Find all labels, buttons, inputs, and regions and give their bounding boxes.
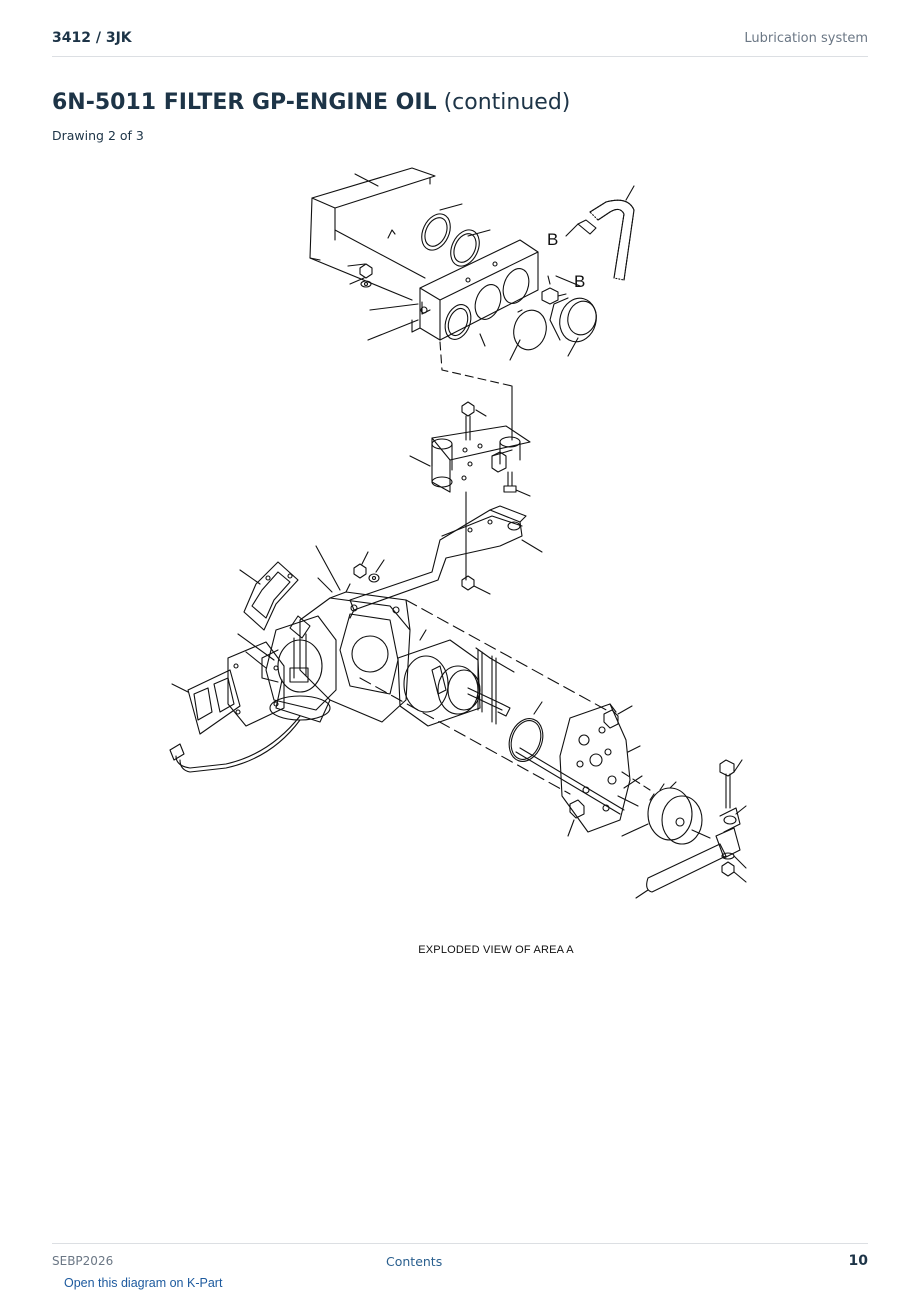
o-rings-top bbox=[421, 213, 480, 267]
page-title: 6N-5011 FILTER GP-ENGINE OIL (continued) bbox=[52, 90, 570, 115]
drawing-subtitle: Drawing 2 of 3 bbox=[52, 128, 144, 143]
page-header: 3412 / 3JK Lubrication system bbox=[52, 28, 868, 57]
cover-plate bbox=[309, 167, 436, 301]
page-footer: SEBP2026 Contents 10 bbox=[52, 1243, 868, 1280]
drive-hub bbox=[647, 781, 711, 845]
filter-element bbox=[397, 639, 481, 727]
bolt-right bbox=[503, 471, 517, 493]
diagram-caption: EXPLODED VIEW OF AREA A bbox=[418, 944, 574, 956]
callout-b-top: B bbox=[547, 230, 558, 249]
adapter-valve bbox=[261, 615, 337, 723]
end-flange bbox=[559, 703, 631, 833]
bolt-top bbox=[461, 401, 475, 441]
bypass-valve bbox=[437, 665, 511, 717]
nuts-left bbox=[359, 263, 373, 288]
nut-under-arm bbox=[461, 575, 475, 591]
gauge-fitting bbox=[541, 219, 597, 305]
callout-b-right: B bbox=[574, 272, 585, 291]
kpart-link[interactable]: Open this diagram on K-Part bbox=[64, 1276, 223, 1290]
o-ring-small bbox=[508, 718, 544, 762]
bracket-arm bbox=[349, 505, 527, 619]
gasket-figure-eight bbox=[187, 669, 241, 735]
diagram-illustration: B B bbox=[169, 167, 747, 899]
bottom-left-plate bbox=[227, 641, 285, 727]
pressure-gauge bbox=[513, 297, 597, 351]
section-label: Lubrication system bbox=[744, 31, 868, 46]
mounting-plate bbox=[431, 425, 531, 493]
document-id: SEBP2026 bbox=[52, 1254, 114, 1268]
exploded-diagram: B B bbox=[150, 160, 770, 920]
model-label: 3412 / 3JK bbox=[52, 30, 132, 46]
tube-left bbox=[169, 715, 301, 773]
flexible-hose bbox=[589, 199, 635, 281]
title-suffix: (continued) bbox=[443, 90, 571, 115]
page-number: 10 bbox=[848, 1253, 868, 1269]
part-title: 6N-5011 FILTER GP-ENGINE OIL bbox=[52, 90, 437, 115]
filter-base-housing bbox=[299, 577, 411, 723]
gauge-panel bbox=[411, 239, 539, 341]
gasket-square bbox=[243, 561, 299, 631]
handle-assembly bbox=[646, 759, 741, 893]
contents-link[interactable]: Contents bbox=[386, 1254, 443, 1269]
washers-arm bbox=[353, 563, 380, 583]
